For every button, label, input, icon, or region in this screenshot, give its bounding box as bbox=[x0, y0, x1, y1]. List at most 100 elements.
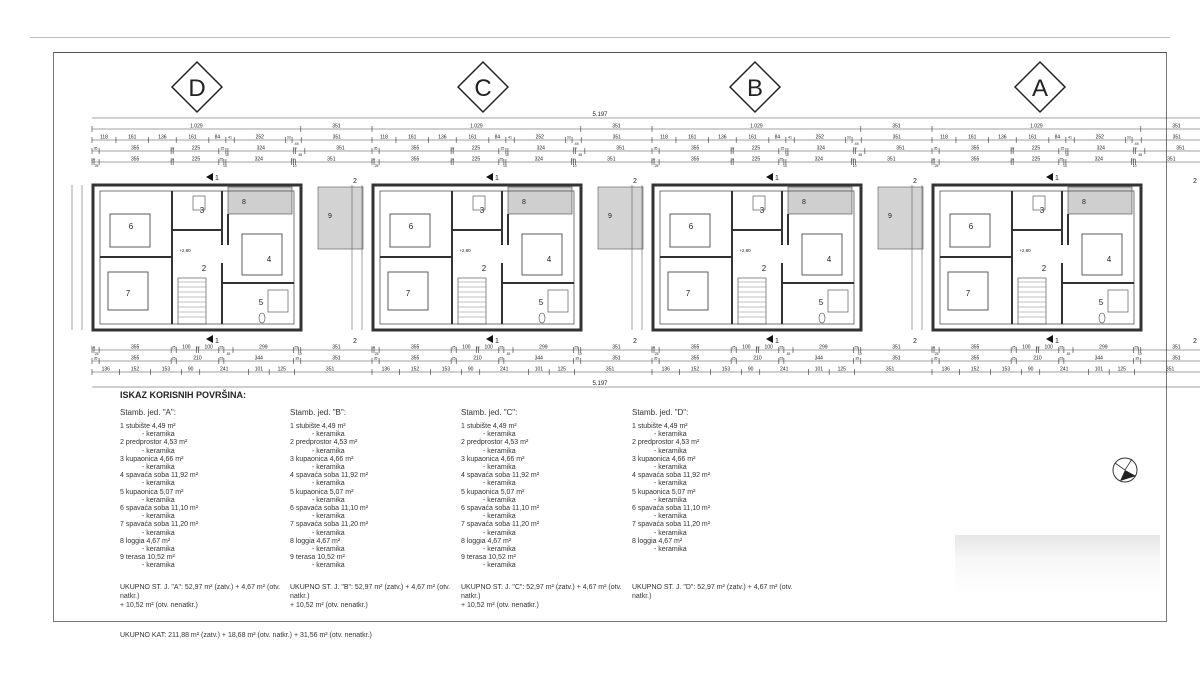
section-marker: 1 bbox=[495, 338, 499, 345]
legend-room-item: 6 spavaća soba 11,10 m²- keramika bbox=[461, 505, 626, 521]
room-area: 6 spavaća soba 11,10 m² bbox=[290, 505, 369, 513]
section-arrow-icon bbox=[1046, 335, 1053, 343]
room-area: 8 loggia 4,67 m² bbox=[290, 537, 341, 545]
dimension-label: 10 bbox=[858, 352, 862, 356]
dimension-label: 35 bbox=[500, 147, 504, 151]
dimension-label: 10 bbox=[571, 158, 575, 162]
bed bbox=[667, 271, 709, 311]
dimension-label: 118 bbox=[100, 135, 108, 141]
dimension-label: 25 bbox=[219, 158, 223, 162]
dimension-label: 35 bbox=[94, 357, 98, 361]
dimension-label: 210 bbox=[473, 356, 482, 362]
dimension-label: 225 bbox=[472, 146, 481, 152]
toilet bbox=[818, 312, 826, 324]
room-finish: - keramika bbox=[142, 513, 175, 521]
legend-room-item: 3 kupaonica 4,66 m²- keramika bbox=[290, 456, 455, 472]
dimension-label: 33 bbox=[847, 136, 851, 140]
unit-total-line: UKUPNO ST. J. "B": 52,97 m² (zatv.) + 4,… bbox=[290, 584, 451, 600]
room-number: 9 bbox=[608, 213, 612, 220]
dimension-label: 35 bbox=[934, 147, 938, 151]
section-arrow-icon bbox=[486, 335, 493, 343]
dimension-label: 84 bbox=[495, 135, 501, 141]
dimension-label: 25 bbox=[375, 352, 379, 356]
legend-room-item: 1 stubište 4,49 m²- keramika bbox=[290, 423, 455, 439]
room-finish: - keramika bbox=[654, 464, 687, 472]
dimension-label: 10 bbox=[293, 147, 297, 151]
section-marker: 1 bbox=[775, 338, 779, 345]
legend-title: ISKAZ KORISNIH POVRŠINA: bbox=[120, 390, 247, 400]
room-number: 8 bbox=[522, 199, 526, 206]
section-arrow-icon bbox=[766, 335, 773, 343]
room-area: 3 kupaonica 4,66 m² bbox=[461, 455, 525, 463]
height-mark: +2,80 bbox=[1019, 248, 1031, 253]
room-number: 5 bbox=[539, 298, 544, 307]
room-number: 5 bbox=[259, 298, 264, 307]
bed bbox=[801, 233, 843, 276]
dimension-label: 90 bbox=[188, 367, 194, 373]
height-mark: +2,80 bbox=[179, 248, 191, 253]
legend-column: Stamb. jed. "A":1 stubište 4,49 m²- kera… bbox=[120, 408, 285, 571]
bathtub bbox=[1107, 289, 1129, 313]
dimension-label: 10 bbox=[730, 147, 734, 151]
section-marker: 1 bbox=[1055, 338, 1059, 345]
room-area: 9 terasa 10,52 m² bbox=[290, 554, 345, 562]
dimension-label: 324 bbox=[255, 157, 264, 163]
dimension-label: 41 bbox=[788, 136, 792, 140]
room-area: 4 spavaća soba 11,92 m² bbox=[120, 472, 199, 480]
dimension-label: 25 bbox=[95, 352, 99, 356]
dimension-label: 210 bbox=[1033, 356, 1042, 362]
grand-total: UKUPNO KAT: 211,88 m² (zatv.) + 18,68 m²… bbox=[120, 632, 372, 639]
legend-room-item: 6 spavaća soba 11,10 m²- keramika bbox=[120, 505, 285, 521]
room-number: 6 bbox=[129, 222, 134, 231]
legend-unit-header: Stamb. jed. "D": bbox=[632, 408, 689, 417]
top-rule bbox=[30, 37, 1170, 38]
legend-room-item: 2 predprostor 4,53 m²- keramika bbox=[290, 439, 455, 455]
legend-room-item: 7 spavaća soba 11,20 m²- keramika bbox=[632, 521, 797, 537]
dimension-label: 10 bbox=[1010, 158, 1014, 162]
dimension-label: 10 bbox=[1010, 147, 1014, 151]
room-finish: - keramika bbox=[483, 496, 516, 504]
dimension-label: 10 bbox=[91, 158, 95, 162]
bed bbox=[109, 213, 151, 248]
dimension-label: 25 bbox=[95, 164, 99, 168]
bathtub bbox=[827, 289, 849, 313]
outer-wall bbox=[91, 183, 303, 332]
unit-total-line: + 10,52 m² (otv. nenatkr.) bbox=[120, 602, 198, 609]
dimension-label: 84 bbox=[775, 135, 781, 141]
dimension-label: 351 bbox=[336, 146, 345, 152]
dimension-label: 324 bbox=[817, 146, 826, 152]
dimension-label: 10 bbox=[931, 346, 935, 350]
dimension-label: 355 bbox=[971, 345, 980, 351]
dimension-label: 252 bbox=[536, 135, 545, 141]
terrace-area bbox=[877, 186, 924, 250]
legend-room-item: 8 loggia 4,67 m²- keramika bbox=[290, 538, 455, 554]
height-mark: +2,80 bbox=[459, 248, 471, 253]
dimension-label: 351 bbox=[332, 356, 341, 362]
room-area: 3 kupaonica 4,66 m² bbox=[290, 455, 354, 463]
room-finish: - keramika bbox=[312, 431, 345, 439]
dimension-label: 10 bbox=[1133, 147, 1137, 151]
dimension-label: 1.029 bbox=[1030, 124, 1043, 130]
dimension-label: 100 bbox=[462, 345, 471, 351]
dimension-label: 35 bbox=[654, 357, 658, 361]
dimension-label: 10 bbox=[651, 158, 655, 162]
dimension-label: 355 bbox=[131, 345, 140, 351]
legend-unit-header: Stamb. jed. "B": bbox=[290, 408, 346, 417]
dimension-label: 35 bbox=[780, 147, 784, 151]
bed bbox=[949, 213, 991, 248]
dimension-label: 10 bbox=[223, 164, 227, 168]
dimension-label: 355 bbox=[411, 157, 420, 163]
shower bbox=[192, 195, 206, 211]
room-area: 5 kupaonica 5,07 m² bbox=[461, 488, 525, 496]
legend-room-item: 3 kupaonica 4,66 m²- keramika bbox=[461, 456, 626, 472]
dimension-label: 25 bbox=[1059, 357, 1063, 361]
north-arrow-icon bbox=[1112, 457, 1138, 483]
dimension-label: 136 bbox=[998, 135, 1007, 141]
dimension-label: 252 bbox=[1096, 135, 1105, 141]
dimension-label: 351 bbox=[886, 367, 895, 373]
blurred-area bbox=[955, 535, 1160, 595]
unit-marker-diamond bbox=[170, 60, 224, 114]
dimension-label: 10 bbox=[196, 346, 200, 350]
dimension-label: 25 bbox=[779, 346, 783, 350]
dimension-label: 35 bbox=[934, 357, 938, 361]
